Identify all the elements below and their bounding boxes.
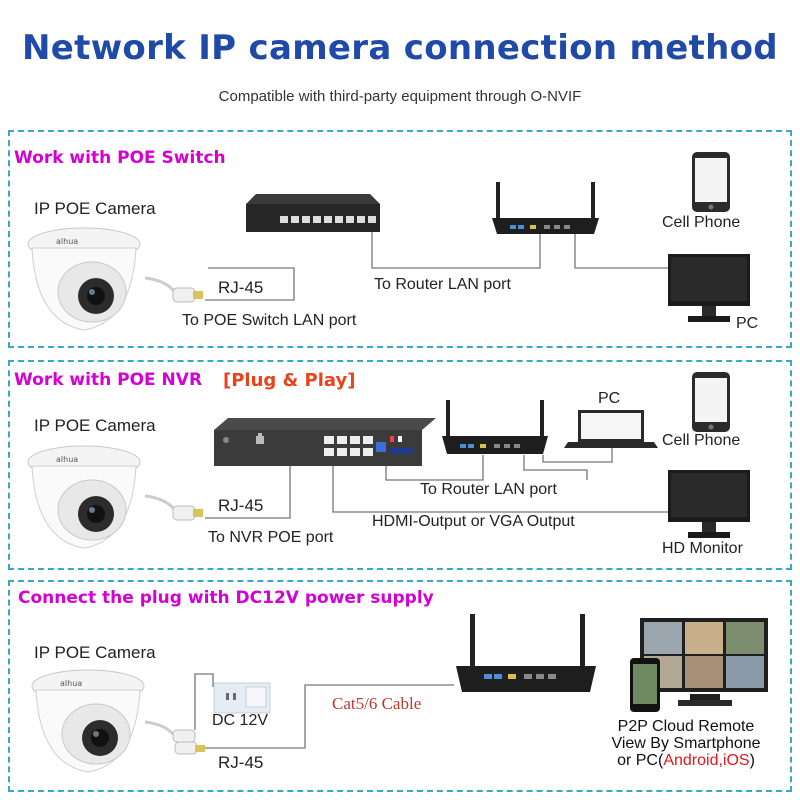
section2-hdmi-label: HDMI-Output or VGA Output [372,513,575,530]
section2-title: Work with POE NVR [14,370,203,390]
section1-router-port-label: To Router LAN port [374,276,511,293]
rj45-connector-icon [144,494,203,521]
p2p-description: P2P Cloud Remote View By Smartphone or P… [588,718,784,769]
section1-title: Work with POE Switch [14,148,226,168]
p2p-line2: View By Smartphone [611,735,761,752]
p2p-line1: P2P Cloud Remote [617,718,755,735]
panel-poe-switch [8,130,792,348]
nvr-icon [214,418,436,466]
section2-hd-monitor-label: HD Monitor [662,540,743,557]
page-title: Network IP camera connection method [22,28,778,68]
section2-camera-label: IP POE Camera [34,416,156,435]
section3-camera-label: IP POE Camera [34,643,156,662]
section1-cell-phone-label: Cell Phone [662,214,741,231]
p2p-line3-suffix: ) [749,752,755,769]
section1-rj45-label: RJ-45 [218,278,264,297]
svg-text:alhua: alhua [60,679,82,688]
dome-camera-icon: alhua [27,227,141,331]
section1-camera-label: IP POE Camera [34,199,156,218]
section3-title: Connect the plug with DC12V power supply [18,588,434,608]
rj45-connector-icon [144,276,203,303]
section2-cell-phone-label: Cell Phone [662,432,741,449]
monitor-icon [668,254,750,322]
section2-plug-play: [Plug & Play] [223,370,356,391]
p2p-os-list: Android,iOS [663,752,750,769]
section1-pc-label: PC [736,315,759,332]
panel-poe-nvr [8,360,792,570]
svg-text:alhua: alhua [56,455,78,464]
dome-camera-icon: alhua [31,669,145,773]
dome-camera-icon: alhua [27,445,141,549]
section2-pc-label: PC [598,390,621,407]
cell-phone-icon [692,372,730,432]
p2p-line3: or PC(Android,iOS) [588,752,784,769]
power-socket-icon [213,682,271,714]
section3-cable-label: Cat5/6 Cable [332,694,422,713]
page-subtitle: Compatible with third-party equipment th… [218,88,582,105]
svg-text:alhua: alhua [56,237,78,246]
laptop-icon [564,410,658,448]
p2p-line3-prefix: or PC( [617,752,664,769]
cell-phone-icon [692,152,730,212]
router-icon [492,182,599,234]
section1-switch-port-label: To POE Switch LAN port [182,312,357,329]
panel-dc12v [8,580,792,792]
rj45-connector-icon [144,720,205,755]
router-icon [442,400,548,454]
section2-nvr-port-label: To NVR POE port [208,529,334,546]
app-screens-icon [630,618,768,712]
section3-dc-label: DC 12V [212,712,269,729]
section2-router-port-label: To Router LAN port [420,481,557,498]
router-icon [456,614,596,692]
monitor-icon [668,470,750,538]
section3-rj45-label: RJ-45 [218,753,264,772]
section2-rj45-label: RJ-45 [218,496,264,515]
poe-switch-icon [246,194,380,232]
